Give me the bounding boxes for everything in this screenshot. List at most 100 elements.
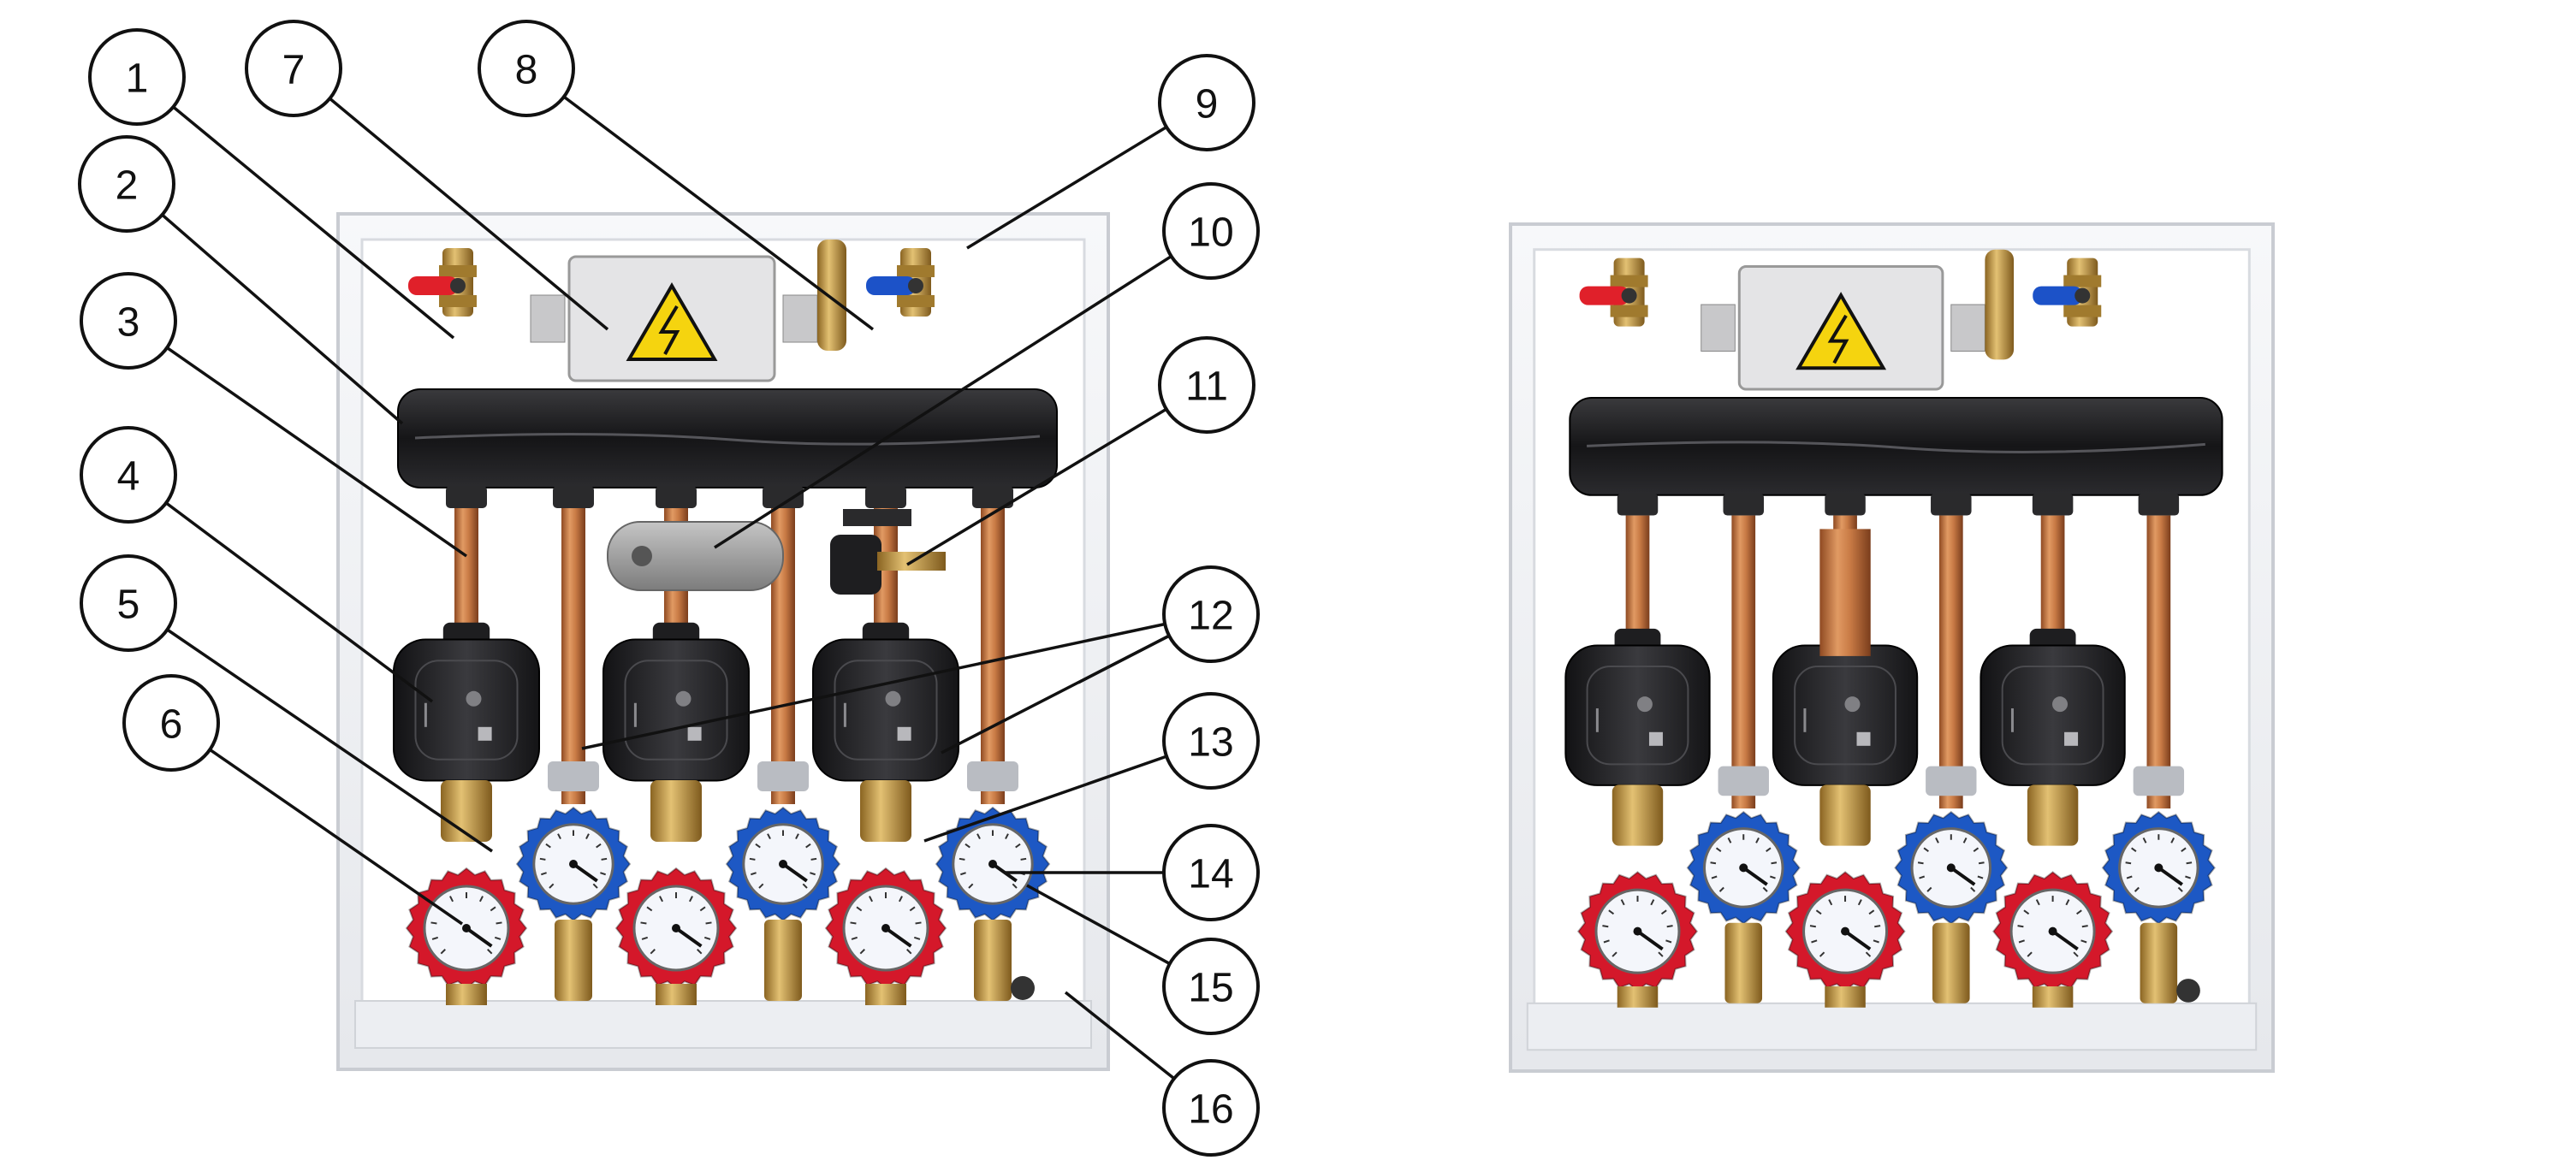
callout-circle [1162, 182, 1260, 280]
callout-label: 14 [1188, 852, 1233, 897]
gauge-needle [1636, 930, 1664, 951]
pipe-nut [763, 486, 804, 508]
pipe-nut [656, 486, 697, 508]
lightning-bolt-icon [1827, 314, 1849, 364]
cabinet-bottom-lip [354, 1000, 1092, 1049]
leader-line [1064, 991, 1176, 1080]
check-valve-clamp [757, 761, 809, 791]
mounting-bracket [530, 294, 566, 343]
callout-label: 10 [1188, 210, 1233, 256]
brass-outlet [2032, 986, 2074, 1008]
gauge-needle [2051, 930, 2079, 951]
drain-plug [2176, 979, 2200, 1003]
leader-line [1026, 884, 1171, 966]
mounting-bracket [1701, 304, 1736, 352]
gauge-needle [781, 862, 808, 883]
callout-circle [78, 135, 175, 233]
callout-label: 2 [116, 163, 139, 209]
return-thermometer-blue [2101, 810, 2216, 925]
supply-thermometer-red [614, 867, 738, 990]
return-thermometer-blue [515, 806, 632, 922]
circulation-pump [1979, 628, 2126, 786]
check-valve-clamp [1718, 766, 1769, 796]
return-thermometer-blue [935, 806, 1051, 922]
callout-circle [122, 674, 220, 772]
mounting-bracket [1950, 304, 1985, 352]
check-valve-clamp [1926, 766, 1977, 796]
callout-label: 7 [282, 48, 306, 93]
callout-circle [80, 272, 177, 370]
brass-outlet [656, 984, 697, 1005]
gauge-needle [2158, 866, 2183, 886]
callout-label: 15 [1188, 966, 1233, 1011]
gauge-needle [674, 926, 703, 948]
manifold-seam [414, 432, 1041, 446]
red-ball-valve-icon [408, 248, 477, 317]
gauge-needle [884, 926, 912, 948]
mixing-valve-motor [830, 535, 881, 595]
copper-pipe [1819, 529, 1871, 656]
callout-circle [88, 28, 186, 126]
pump-logo-icon [1636, 696, 1653, 713]
copper-pipe [561, 508, 585, 804]
pump-logo-icon [466, 690, 482, 707]
leader-line [165, 501, 434, 703]
manifold-seam [1587, 441, 2205, 453]
callout-label: 12 [1188, 594, 1233, 639]
callout-label: 3 [117, 300, 140, 346]
supply-thermometer-red [1576, 871, 1699, 992]
pump-logo-icon [675, 690, 691, 707]
pipe-nut [1825, 493, 1866, 516]
gauge-needle [1742, 866, 1768, 886]
leader-line [166, 346, 467, 558]
check-valve-clamp [548, 761, 599, 791]
brass-outlet [1825, 986, 1866, 1008]
gauge-needle [465, 926, 493, 948]
check-valve-clamp [2133, 766, 2185, 796]
leader-line [941, 634, 1170, 755]
pipe-nut [2138, 493, 2180, 516]
circulation-pump [393, 622, 540, 782]
supply-thermometer-red [824, 867, 947, 990]
callout-circle [478, 20, 575, 117]
actuator-knob-icon [632, 546, 652, 566]
callout-label: 8 [515, 48, 538, 93]
pipe-nut [1617, 493, 1659, 516]
return-thermometer-blue [725, 806, 841, 922]
manifold-unit-plain [1509, 222, 2275, 1073]
pipe-nut [865, 486, 906, 508]
brass-outlet [764, 920, 802, 1001]
callout-circle [1162, 938, 1260, 1035]
supply-thermometer-red [1992, 871, 2114, 992]
gauge-needle [572, 862, 598, 883]
mounting-bracket [782, 294, 818, 343]
automatic-air-vent [817, 240, 846, 351]
callout-circle [1162, 565, 1260, 663]
leader-line [562, 95, 875, 331]
pump-logo-icon [885, 690, 901, 707]
brass-outlet [555, 920, 592, 1001]
leader-line [161, 213, 404, 425]
red-ball-valve-icon [1579, 257, 1648, 327]
supply-thermometer-red [405, 867, 528, 990]
circulation-pump [602, 622, 750, 782]
copper-pipe [1938, 515, 1963, 809]
leader-line [714, 255, 1172, 549]
callout-label: 11 [1185, 364, 1228, 410]
callout-label: 16 [1188, 1087, 1233, 1133]
callout-label: 5 [117, 583, 140, 628]
supply-thermometer-red [1784, 871, 1906, 992]
high-voltage-warning-icon [626, 282, 718, 361]
callout-circle [1162, 692, 1260, 790]
leader-line [329, 97, 609, 331]
brass-outlet [1724, 922, 1763, 1003]
callout-circle [80, 554, 177, 652]
blue-ball-valve-icon [866, 248, 935, 317]
return-thermometer-blue [1686, 810, 1801, 925]
brass-outlet [1617, 986, 1659, 1008]
automatic-air-vent [1985, 249, 2015, 360]
brass-fitting [1819, 784, 1871, 846]
motor-bracket [843, 509, 911, 526]
leader-line [581, 622, 1166, 750]
